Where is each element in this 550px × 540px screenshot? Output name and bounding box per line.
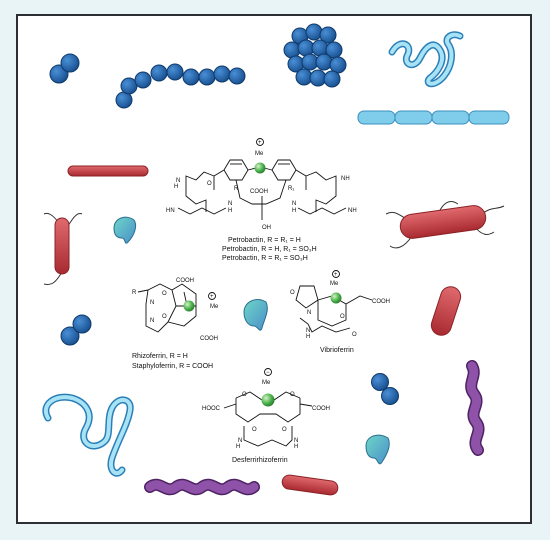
svg-text:H: H: [228, 208, 232, 214]
svg-text:O: O: [252, 427, 257, 433]
rhizoferrin-label: Rhizoferrin, R = H: [132, 353, 188, 360]
red-bacillus-right-middle: [430, 286, 462, 336]
red-bacillus-bottom: [281, 474, 339, 496]
diplococcus-right: [371, 373, 399, 405]
svg-text:N: N: [238, 438, 242, 444]
svg-text:N: N: [307, 310, 311, 316]
svg-text:O: O: [352, 332, 357, 338]
spirochete-bottom-left: [42, 393, 134, 477]
svg-text:N: N: [306, 328, 310, 334]
svg-text:COOH: COOH: [250, 189, 268, 195]
svg-text:O: O: [207, 181, 212, 187]
petrobactin-label-3: Petrobactin, R = R₁ = SO₃H: [222, 255, 308, 262]
metal-center-desferrirhizoferrin: [261, 393, 275, 407]
svg-text:Me: Me: [210, 304, 219, 310]
svg-text:H: H: [174, 184, 178, 190]
metal-center-vibrioferrin: [330, 292, 342, 304]
svg-text:NH: NH: [341, 176, 350, 182]
svg-text:N: N: [150, 318, 154, 324]
vibrioferrin-structure: + Me O N COOH H N O O Vibrioferrin: [290, 270, 390, 354]
purple-spirillum-bottom: [144, 478, 260, 496]
svg-text:O: O: [290, 392, 295, 398]
svg-text:Me: Me: [262, 380, 271, 386]
diplococcus-top-left: [49, 53, 80, 84]
vibrioferrin-label: Vibrioferrin: [320, 347, 354, 354]
svg-text:R₁: R₁: [288, 186, 294, 192]
svg-text:+: +: [334, 272, 338, 278]
svg-text:HOOC: HOOC: [202, 406, 221, 412]
red-bacillus-left: [67, 165, 149, 177]
svg-text:COOH: COOH: [200, 336, 218, 342]
metal-center-petrobactin: [254, 162, 266, 174]
svg-text:O: O: [282, 427, 287, 433]
rhizoferrin-structure: COOH R + Me N N O O COOH Rhizoferrin, R …: [132, 278, 219, 370]
svg-text:N: N: [150, 300, 154, 306]
svg-text:HN: HN: [166, 208, 175, 214]
svg-text:NH: NH: [348, 208, 357, 214]
svg-text:R: R: [132, 290, 137, 296]
svg-text:H: H: [292, 208, 296, 214]
svg-text:N: N: [292, 201, 296, 207]
petrobactin-label-1: Petrobactin, R = R₁ = H: [228, 237, 301, 244]
me-label: Me: [255, 151, 264, 157]
svg-text:H: H: [236, 444, 240, 450]
svg-text:COOH: COOH: [372, 299, 390, 305]
vibrio-comma-3: [365, 434, 390, 465]
svg-text:O: O: [162, 291, 167, 297]
svg-text:H: H: [294, 444, 298, 450]
purple-spirillum-right: [465, 360, 485, 456]
desferrirhizoferrin-structure: − Me HOOC COOH O O H N N H O O Desferrir…: [202, 368, 330, 464]
svg-text:N: N: [176, 178, 180, 184]
petrobactin-label-2: Petrobactin, R = H, R₁ = SO₃H: [222, 246, 317, 253]
svg-text:Me: Me: [330, 281, 339, 287]
streptococcus-chain: [115, 63, 246, 109]
metal-center-rhizoferrin: [183, 300, 195, 312]
svg-text:−: −: [266, 370, 270, 376]
svg-text:O: O: [340, 314, 345, 320]
svg-text:O: O: [242, 392, 247, 398]
svg-text:O: O: [162, 314, 167, 320]
svg-text:N: N: [294, 438, 298, 444]
svg-text:H: H: [306, 334, 310, 340]
figure-panel: [16, 14, 532, 524]
petrobactin-structure: + Me O R R₁ NH H N COOH OH: [166, 138, 357, 262]
flagellated-bacillus-right: [385, 201, 505, 249]
svg-text:O: O: [290, 290, 295, 296]
svg-text:COOH: COOH: [176, 278, 194, 284]
svg-text:+: +: [210, 294, 214, 300]
vibrio-comma-1: [113, 216, 137, 244]
staphylococcus-cluster: [283, 23, 347, 88]
spirochete-top-right: [388, 31, 464, 88]
svg-text:R: R: [234, 186, 239, 192]
desferrirhizoferrin-label: Desferrirhizoferrin: [232, 457, 288, 464]
streptobacillus-chain: [357, 110, 510, 125]
charge-plus: +: [258, 140, 262, 146]
flagellated-bacillus-left: [43, 212, 83, 285]
vibrio-comma-2: [243, 299, 268, 331]
diplococcus-left-middle: [60, 314, 92, 346]
svg-text:COOH: COOH: [312, 406, 330, 412]
staphyloferrin-label: Staphyloferrin, R = COOH: [132, 363, 213, 370]
svg-text:OH: OH: [262, 225, 271, 231]
svg-text:N: N: [228, 201, 232, 207]
